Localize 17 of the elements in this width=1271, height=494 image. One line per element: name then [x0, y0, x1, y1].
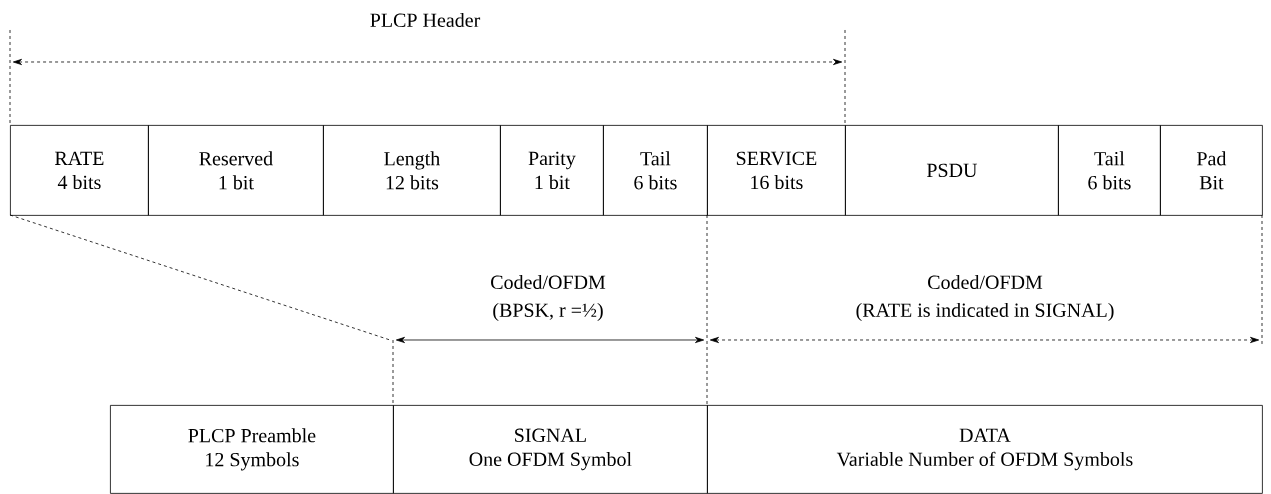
dimension-label: Coded/OFDM — [491, 274, 606, 289]
field-cell: RATE 4 bits — [10, 125, 149, 216]
field-cell: Reserved 1 bit — [148, 125, 324, 216]
field-cell: Parity 1 bit — [500, 125, 604, 216]
field-cell: DATA Variable Number of OFDM Symbols — [707, 405, 1263, 494]
dimension-label: (BPSK, r =½) — [493, 302, 603, 322]
field-cell: Pad Bit — [1160, 125, 1263, 216]
field-cell: PSDU — [845, 125, 1059, 216]
dimension-label: (RATE is indicated in SIGNAL) — [856, 302, 1114, 322]
field-cell: Length 12 bits — [323, 125, 501, 216]
field-cell: SIGNAL One OFDM Symbol — [393, 405, 708, 494]
dimension-label: Coded/OFDM — [928, 274, 1043, 289]
field-cell: SERVICE 16 bits — [707, 125, 846, 216]
dimension-label: PLCP Header — [370, 12, 481, 27]
field-cell: PLCP Preamble 12 Symbols — [110, 405, 394, 494]
field-cell: Tail 6 bits — [603, 125, 708, 216]
field-cell: Tail 6 bits — [1058, 125, 1161, 216]
